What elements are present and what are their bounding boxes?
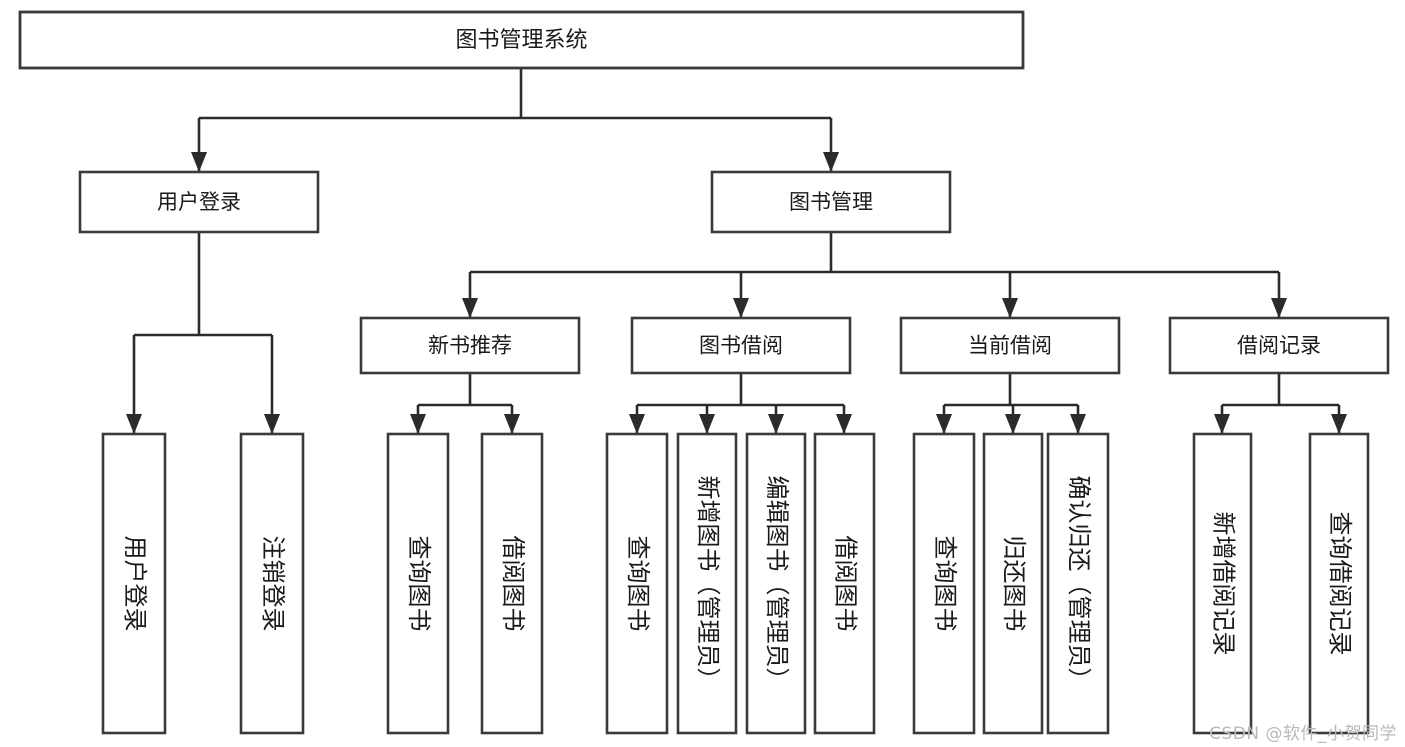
leaf-label-编辑图书（管理员）: 编辑图书（管理员） <box>763 476 791 692</box>
node-l2-图书管理-box[interactable] <box>710 170 952 234</box>
leaf-node-3[interactable]: 借阅图书 <box>480 432 544 735</box>
leaf-box-确认归还（管理员）[interactable] <box>1046 432 1110 735</box>
leaf-box-注销登录[interactable] <box>239 432 305 735</box>
node-l2-用户登录-label: 用户登录 <box>157 190 241 214</box>
arrow-head-icon <box>629 414 645 434</box>
arrow-head-icon <box>1070 414 1086 434</box>
csdn-watermark: CSDN @软件_小贺同学 <box>1209 724 1397 744</box>
leaf-label-新增图书（管理员）: 新增图书（管理员） <box>694 476 722 692</box>
arrow-head-icon <box>768 414 784 434</box>
arrow-head-icon <box>126 414 142 434</box>
node-l2-图书管理[interactable]: 图书管理 <box>710 170 952 234</box>
arrow-head-icon <box>1331 414 1347 434</box>
leaf-node-5[interactable]: 新增图书（管理员） <box>676 432 738 735</box>
leaf-box-编辑图书（管理员）[interactable] <box>745 432 807 735</box>
arrow-head-icon <box>1002 298 1018 318</box>
leaf-node-4[interactable]: 查询图书 <box>605 432 669 735</box>
node-root-图书管理系统-label: 图书管理系统 <box>455 28 587 53</box>
leaf-label-确认归还（管理员）: 确认归还（管理员） <box>1065 476 1093 692</box>
leaf-label-查询图书: 查询图书 <box>405 536 433 632</box>
connectors-layer <box>126 68 1347 434</box>
node-l3-新书推荐-label: 新书推荐 <box>428 334 512 358</box>
node-root-图书管理系统[interactable]: 图书管理系统 <box>18 10 1025 70</box>
node-l3-图书借阅[interactable]: 图书借阅 <box>630 316 852 375</box>
leaf-box-借阅图书[interactable] <box>813 432 876 735</box>
leaf-label-查询借阅记录: 查询借阅记录 <box>1326 512 1354 656</box>
arrow-head-icon <box>1214 414 1230 434</box>
arrow-head-icon <box>1005 414 1021 434</box>
leaf-label-查询图书: 查询图书 <box>624 536 652 632</box>
leaf-node-7[interactable]: 借阅图书 <box>813 432 876 735</box>
node-l3-当前借阅-box[interactable] <box>899 316 1121 375</box>
leaf-box-用户登录[interactable] <box>101 432 167 735</box>
leaf-label-借阅图书: 借阅图书 <box>499 536 527 632</box>
leaf-label-归还图书: 归还图书 <box>1000 536 1028 632</box>
node-l3-新书推荐[interactable]: 新书推荐 <box>359 316 581 375</box>
arrow-head-icon <box>410 414 426 434</box>
leaf-node-2[interactable]: 查询图书 <box>386 432 450 735</box>
node-l3-当前借阅-label: 当前借阅 <box>968 334 1052 358</box>
nodes-layer: 图书管理系统用户登录图书管理新书推荐图书借阅当前借阅借阅记录用户登录注销登录查询… <box>18 10 1390 735</box>
arrow-head-icon <box>504 414 520 434</box>
leaf-node-11[interactable]: 新增借阅记录 <box>1192 432 1253 735</box>
leaf-node-0[interactable]: 用户登录 <box>101 432 167 735</box>
leaf-label-用户登录: 用户登录 <box>121 536 149 632</box>
leaf-node-10[interactable]: 确认归还（管理员） <box>1046 432 1110 735</box>
leaf-node-6[interactable]: 编辑图书（管理员） <box>745 432 807 735</box>
arrow-head-icon <box>823 152 839 172</box>
node-l3-借阅记录-box[interactable] <box>1168 316 1390 375</box>
node-l3-图书借阅-label: 图书借阅 <box>699 334 783 358</box>
leaf-node-1[interactable]: 注销登录 <box>239 432 305 735</box>
node-l2-用户登录-box[interactable] <box>78 170 320 234</box>
arrow-head-icon <box>462 298 478 318</box>
leaf-label-借阅图书: 借阅图书 <box>832 536 860 632</box>
leaf-box-新增借阅记录[interactable] <box>1192 432 1253 735</box>
arrow-head-icon <box>699 414 715 434</box>
leaf-box-查询图书[interactable] <box>386 432 450 735</box>
node-l3-图书借阅-box[interactable] <box>630 316 852 375</box>
leaf-box-查询图书[interactable] <box>605 432 669 735</box>
leaf-node-8[interactable]: 查询图书 <box>912 432 976 735</box>
arrow-head-icon <box>264 414 280 434</box>
node-root-图书管理系统-box[interactable] <box>18 10 1025 70</box>
leaf-box-查询借阅记录[interactable] <box>1308 432 1370 735</box>
leaf-box-查询图书[interactable] <box>912 432 976 735</box>
node-l3-新书推荐-box[interactable] <box>359 316 581 375</box>
leaf-box-新增图书（管理员）[interactable] <box>676 432 738 735</box>
node-l2-图书管理-label: 图书管理 <box>789 190 873 214</box>
arrow-head-icon <box>733 298 749 318</box>
arrow-head-icon <box>836 414 852 434</box>
leaf-label-查询图书: 查询图书 <box>931 536 959 632</box>
node-l3-借阅记录[interactable]: 借阅记录 <box>1168 316 1390 375</box>
node-l3-借阅记录-label: 借阅记录 <box>1237 334 1321 358</box>
node-l2-用户登录[interactable]: 用户登录 <box>78 170 320 234</box>
leaf-box-借阅图书[interactable] <box>480 432 544 735</box>
leaf-box-归还图书[interactable] <box>982 432 1044 735</box>
arrow-head-icon <box>191 152 207 172</box>
arrow-head-icon <box>1271 298 1287 318</box>
arrow-head-icon <box>936 414 952 434</box>
leaf-node-12[interactable]: 查询借阅记录 <box>1308 432 1370 735</box>
leaf-node-9[interactable]: 归还图书 <box>982 432 1044 735</box>
leaf-label-新增借阅记录: 新增借阅记录 <box>1210 512 1238 656</box>
leaf-label-注销登录: 注销登录 <box>259 536 287 632</box>
node-l3-当前借阅[interactable]: 当前借阅 <box>899 316 1121 375</box>
